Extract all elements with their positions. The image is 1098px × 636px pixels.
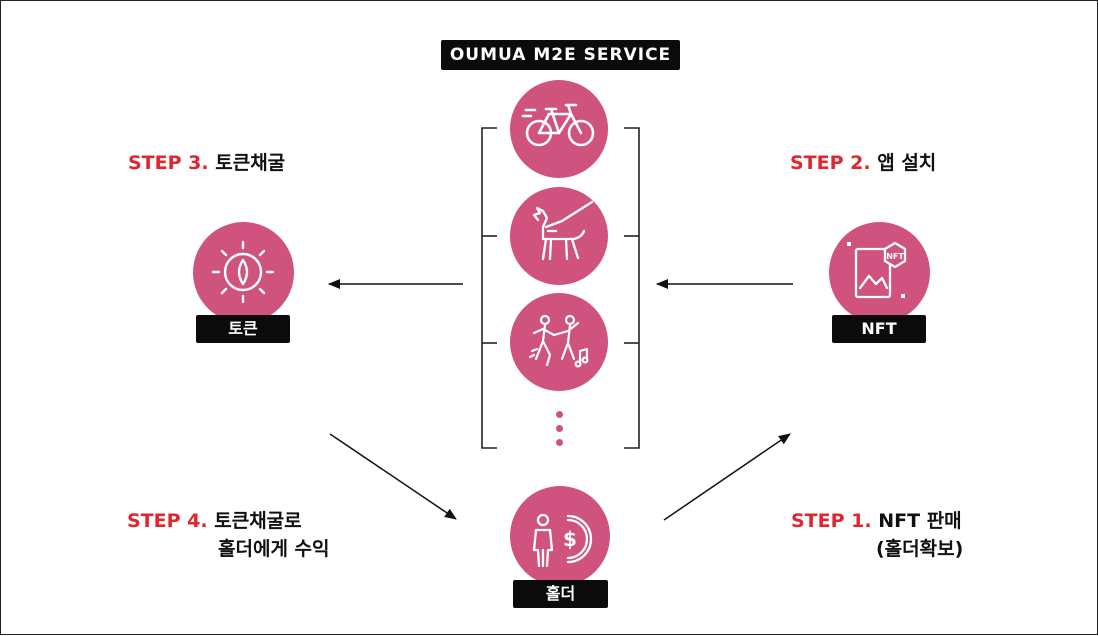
holder-dollar-icon: $ bbox=[532, 513, 593, 568]
nft-circle: NFT bbox=[829, 222, 930, 323]
left-bracket bbox=[481, 127, 497, 449]
nft-label: NFT bbox=[832, 315, 926, 343]
step4-label: 토큰채굴로 bbox=[214, 510, 302, 532]
arrow-holder-to-nft bbox=[663, 433, 791, 521]
token-label: 토큰 bbox=[196, 315, 290, 343]
service-title: OUMUA M2E SERVICE bbox=[441, 40, 680, 70]
holder-label: 홀더 bbox=[513, 580, 608, 608]
step3-text: STEP 3. 토큰채굴 bbox=[128, 149, 285, 177]
step4-text: STEP 4. 토큰채굴로 bbox=[127, 507, 302, 535]
step1-number: STEP 1. bbox=[791, 510, 872, 532]
dancing-icon bbox=[528, 314, 589, 368]
token-coin-icon bbox=[211, 240, 275, 304]
step3-number: STEP 3. bbox=[128, 152, 209, 174]
step1-text-line2: (홀더확보) bbox=[876, 538, 964, 560]
step1-text: STEP 1. NFT 판매 bbox=[791, 507, 962, 535]
dog-walking-circle bbox=[510, 187, 608, 285]
bicycle-circle bbox=[510, 80, 608, 178]
dancing-circle bbox=[510, 293, 608, 391]
step3-label: 토큰채굴 bbox=[215, 152, 286, 174]
ellipsis-dot bbox=[556, 439, 563, 446]
step2-text: STEP 2. 앱 설치 bbox=[790, 149, 936, 177]
right-bracket bbox=[624, 127, 640, 449]
step4-text-line2: 홀더에게 수익 bbox=[218, 538, 330, 560]
arrow-token-to-holder bbox=[329, 433, 457, 520]
svg-text:$: $ bbox=[563, 527, 577, 551]
step2-label: 앱 설치 bbox=[877, 152, 937, 174]
step4-number: STEP 4. bbox=[127, 510, 208, 532]
bicycle-icon bbox=[521, 103, 595, 147]
step1-label: NFT 판매 bbox=[878, 510, 962, 532]
holder-circle: $ bbox=[510, 486, 610, 586]
nft-image-icon: NFT bbox=[847, 241, 907, 299]
step2-number: STEP 2. bbox=[790, 152, 871, 174]
svg-text:NFT: NFT bbox=[886, 252, 904, 261]
ellipsis-dot bbox=[556, 425, 563, 432]
token-circle bbox=[193, 222, 294, 323]
dog-walking-icon bbox=[532, 200, 594, 261]
ellipsis-dot bbox=[556, 411, 563, 418]
